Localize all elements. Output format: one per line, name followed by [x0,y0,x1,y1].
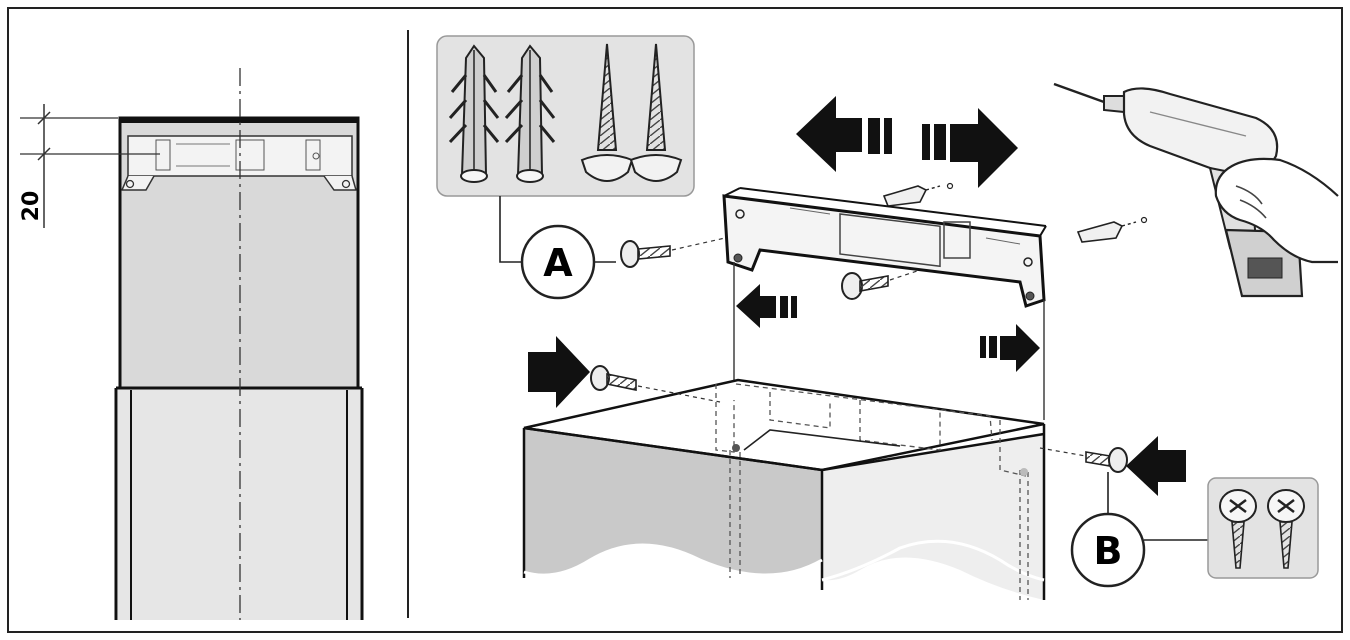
chimney-elevation [114,68,364,620]
wall-plug-right-icon [1076,216,1148,243]
dimension-20: 20 [19,104,160,228]
arrow-right-icon [980,324,1040,372]
insert-arrow-right-icon [1126,436,1186,496]
callout-a: A [520,224,616,300]
cabinet-screw-right-icon [1039,436,1186,496]
self-tapping-screw-icon [1219,489,1257,569]
hardware-inset-a [436,35,695,197]
wall-plug-icon [504,44,556,183]
arrow-left-icon [736,284,797,328]
cabinet-screw-left-icon [528,336,721,408]
leader-line-a [499,196,522,263]
wood-screw-icon [580,43,634,182]
callout-b-label: B [1094,529,1123,573]
self-tapping-screw-icon [1267,489,1305,569]
drill-icon [1053,82,1339,298]
outer-frame [7,7,1343,633]
cabinet [522,378,1046,600]
insert-arrow-left-icon [528,336,590,408]
dimension-value: 20 [19,191,44,222]
bracket-screw-icon [841,269,921,300]
wall-plug-icon [448,44,500,183]
callout-b: B [1070,472,1208,588]
wood-screw-icon [629,43,683,182]
wall-plug-top-icon [882,182,954,207]
slide-arrows-icon [796,96,1018,188]
callout-a-label: A [543,241,573,285]
mounting-bracket [722,187,1047,308]
screw-a-icon [620,237,726,268]
hardware-inset-b [1207,477,1319,579]
